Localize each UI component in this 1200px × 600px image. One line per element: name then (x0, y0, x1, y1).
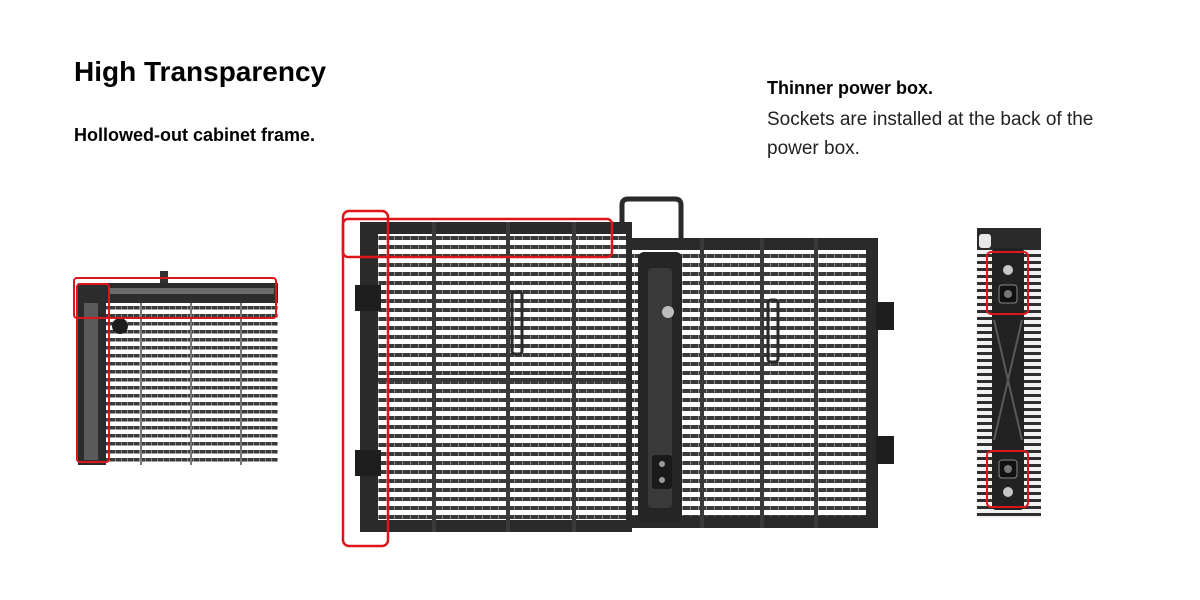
frame-caption: Hollowed-out cabinet frame. (74, 125, 316, 145)
power-box-description: Sockets are installed at the back of the… (767, 109, 1094, 159)
page-title: High Transparency (74, 56, 327, 87)
corner-detail-image (73, 271, 278, 465)
power-box-side-image (977, 228, 1041, 518)
main-panel-image (341, 196, 894, 548)
power-box-title: Thinner power box. (767, 78, 934, 98)
